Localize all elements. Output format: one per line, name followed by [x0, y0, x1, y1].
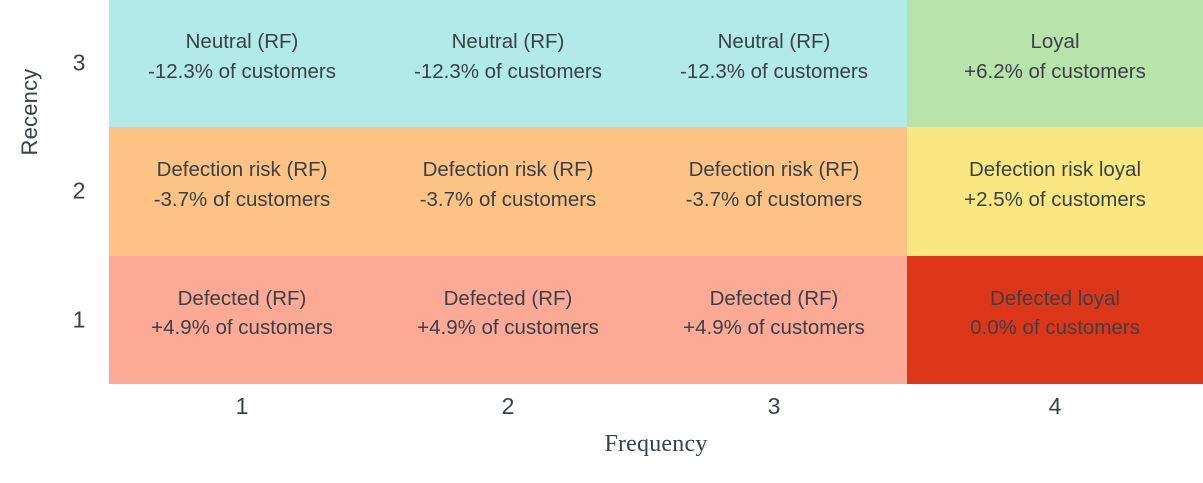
y-axis-tick-labels: 3 2 1 — [55, 0, 103, 384]
heatmap-cell-label: Defection risk (RF) — [688, 158, 860, 182]
heatmap-cell-label: Defection risk (RF) — [156, 158, 328, 182]
heatmap-cell[interactable]: Defected (RF) +4.9% of customers — [375, 256, 641, 384]
x-tick-label: 4 — [1048, 392, 1062, 419]
x-tick-label: 3 — [767, 392, 781, 419]
heatmap-cell-label: Defected (RF) — [709, 286, 839, 310]
x-axis-tick-labels: 1 2 3 4 — [109, 384, 1203, 428]
heatmap-cell-value: -3.7% of customers — [153, 187, 331, 211]
heatmap-cell-value: +4.9% of customers — [151, 316, 333, 339]
x-tick-label: 1 — [235, 392, 249, 419]
y-axis-title: Recency — [17, 68, 42, 156]
heatmap-cell-label: Defection risk loyal — [968, 158, 1142, 182]
heatmap-cell-label: Neutral (RF) — [185, 30, 299, 54]
heatmap-cell-label: Defected loyal — [990, 286, 1120, 310]
heatmap-cell[interactable]: Defection risk (RF) -3.7% of customers — [641, 127, 907, 256]
heatmap-cell-value: 0.0% of customers — [970, 316, 1140, 339]
y-tick-label: 2 — [72, 177, 86, 204]
y-tick-label: 3 — [72, 49, 86, 76]
heatmap-cell-value: -12.3% of customers — [680, 59, 868, 83]
x-axis-title: Frequency — [604, 430, 708, 457]
heatmap-cell-label: Neutral (RF) — [717, 30, 831, 54]
heatmap-cell-label: Neutral (RF) — [451, 30, 565, 54]
heatmap-cell-label: Defection risk (RF) — [422, 158, 594, 182]
heatmap-cell[interactable]: Neutral (RF) -12.3% of customers — [109, 0, 375, 127]
heatmap-cell-value: +4.9% of customers — [683, 316, 865, 339]
heatmap-cell-value: -3.7% of customers — [419, 187, 597, 211]
heatmap-cell-value: +6.2% of customers — [964, 59, 1146, 83]
heatmap-cell-value: -3.7% of customers — [685, 187, 863, 211]
heatmap-cell-value: -12.3% of customers — [148, 59, 336, 83]
heatmap-cell-label: Defected (RF) — [443, 286, 573, 310]
heatmap-cell-value: +4.9% of customers — [417, 316, 599, 339]
heatmap-cell[interactable]: Defected loyal 0.0% of customers — [907, 256, 1203, 384]
heatmap-cell[interactable]: Defected (RF) +4.9% of customers — [109, 256, 375, 384]
heatmap-cell-value: -12.3% of customers — [414, 59, 602, 83]
heatmap-cell[interactable]: Defection risk loyal +2.5% of customers — [907, 127, 1203, 256]
heatmap-cell-value: +2.5% of customers — [964, 187, 1146, 211]
heatmap-cell[interactable]: Loyal +6.2% of customers — [907, 0, 1203, 127]
heatmap-cell[interactable]: Neutral (RF) -12.3% of customers — [375, 0, 641, 127]
heatmap-cell-label: Loyal — [1030, 30, 1080, 54]
heatmap-cell[interactable]: Neutral (RF) -12.3% of customers — [641, 0, 907, 127]
x-tick-label: 2 — [501, 392, 515, 419]
heatmap-cell[interactable]: Defected (RF) +4.9% of customers — [641, 256, 907, 384]
heatmap-cell[interactable]: Defection risk (RF) -3.7% of customers — [109, 127, 375, 256]
heatmap-cell-label: Defected (RF) — [177, 286, 307, 310]
heatmap-cell[interactable]: Defection risk (RF) -3.7% of customers — [375, 127, 641, 256]
y-tick-label: 1 — [72, 306, 86, 333]
